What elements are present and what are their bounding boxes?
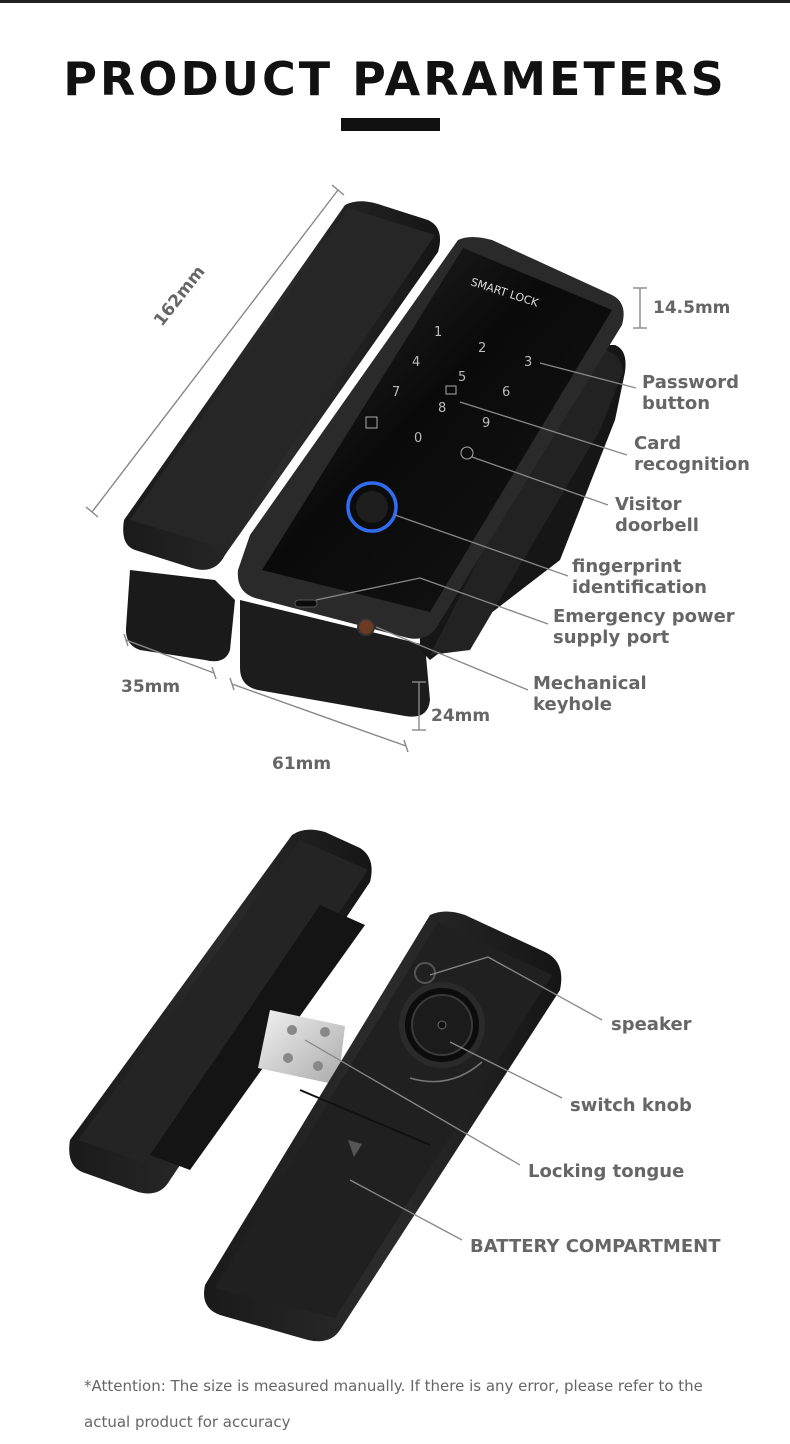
dim-width-small: 35mm [121,677,181,697]
svg-text:7: 7 [392,385,400,400]
locking-tongue [258,1010,345,1085]
dim-height: 24mm [431,706,491,726]
battery-arrow-icon [348,1140,362,1157]
dim-thickness: 14.5mm [653,298,731,318]
svg-text:2: 2 [478,341,486,356]
svg-text:3: 3 [524,355,532,370]
callout-speaker: speaker [611,1014,692,1035]
bottom-lock-view [69,829,603,1342]
top-lock-view: SMART LOCK 1 2 3 4 5 6 7 8 9 0 [85,184,647,753]
svg-text:1: 1 [434,325,442,340]
keypad: 1 2 3 4 5 6 7 8 9 0 [392,325,532,446]
attention-note-line1: *Attention: The size is measured manuall… [84,1377,703,1395]
top-border [0,0,790,3]
title-underline [341,118,440,131]
callout-locking-tongue: Locking tongue [528,1161,685,1182]
svg-text:9: 9 [482,416,490,431]
doorbell-icon [460,446,474,460]
svg-text:5: 5 [458,370,466,385]
attention-note-line2: actual product for accuracy [84,1413,291,1431]
dim-width-total: 61mm [272,754,332,774]
svg-text:6: 6 [502,385,510,400]
callout-switch-knob: switch knob [570,1095,692,1116]
callout-lines [315,362,637,691]
page-title: PRODUCT PARAMETERS [63,52,727,106]
svg-text:4: 4 [412,355,420,370]
usb-port [294,599,318,608]
lock-key-icon [365,416,378,429]
card-icon [445,385,457,395]
svg-text:8: 8 [438,401,446,416]
svg-text:0: 0 [414,431,422,446]
bottom-callout-lines [304,956,603,1241]
keyhole [357,618,375,636]
callout-battery: BATTERY COMPARTMENT [470,1236,721,1257]
